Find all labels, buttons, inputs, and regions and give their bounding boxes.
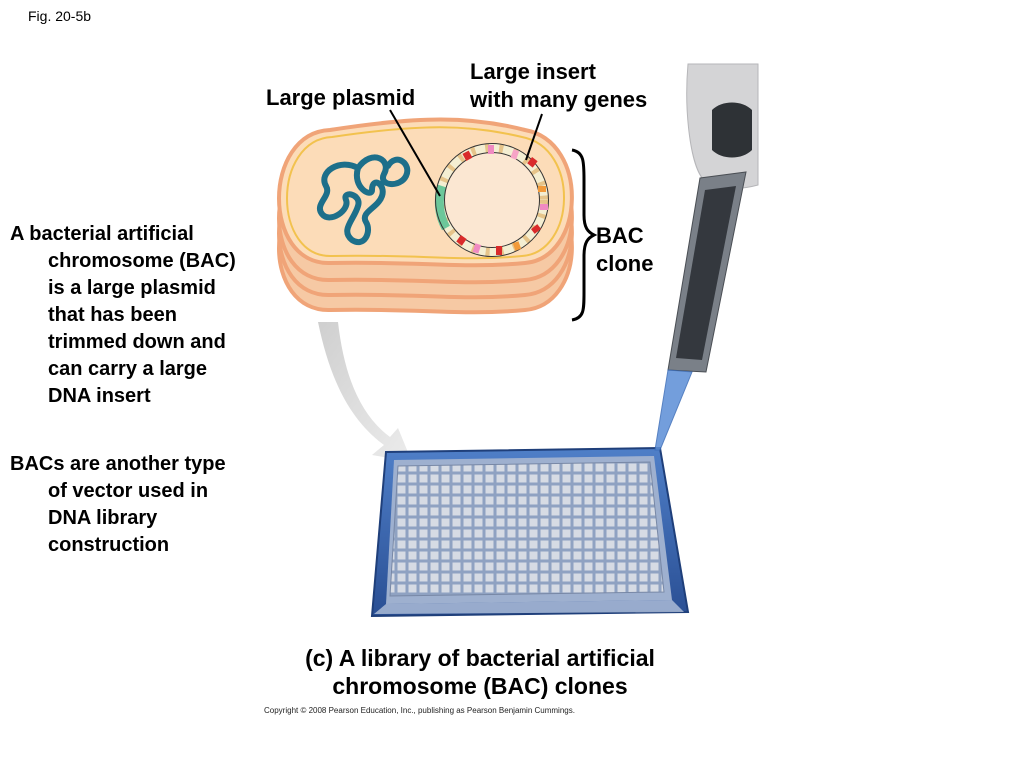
well-grid	[389, 461, 665, 597]
bac-clone-brace	[571, 148, 598, 322]
bac-definition-text: A bacterial artificial chromosome (BAC) …	[10, 223, 236, 407]
plasmid-pointer	[389, 109, 441, 197]
figure-label: Fig. 20-5b	[28, 8, 92, 24]
bac-plasmid	[434, 143, 549, 257]
cell-membrane	[286, 126, 565, 260]
multiwell-plate	[370, 446, 690, 618]
large-insert-label: Large insert with many genes	[470, 59, 648, 112]
copyright-notice: Copyright © 2008 Pearson Education, Inc.…	[264, 706, 575, 715]
insert-pointer	[525, 113, 543, 161]
bacterial-chromosome	[317, 154, 411, 245]
transfer-arrow	[318, 322, 412, 462]
plasmid-vector-segment	[434, 184, 451, 231]
bac-clone-label: BAC clone	[596, 223, 654, 276]
pipette	[654, 63, 759, 451]
bac-vector-text: BACs are another type of vector used in …	[10, 453, 226, 556]
insert-genes	[456, 145, 548, 255]
bacterial-cell-stack	[277, 117, 574, 315]
pipette-tip	[654, 369, 693, 451]
figure-caption: (c) A library of bacterial artificial ch…	[305, 645, 655, 699]
large-plasmid-label: Large plasmid	[266, 85, 416, 110]
